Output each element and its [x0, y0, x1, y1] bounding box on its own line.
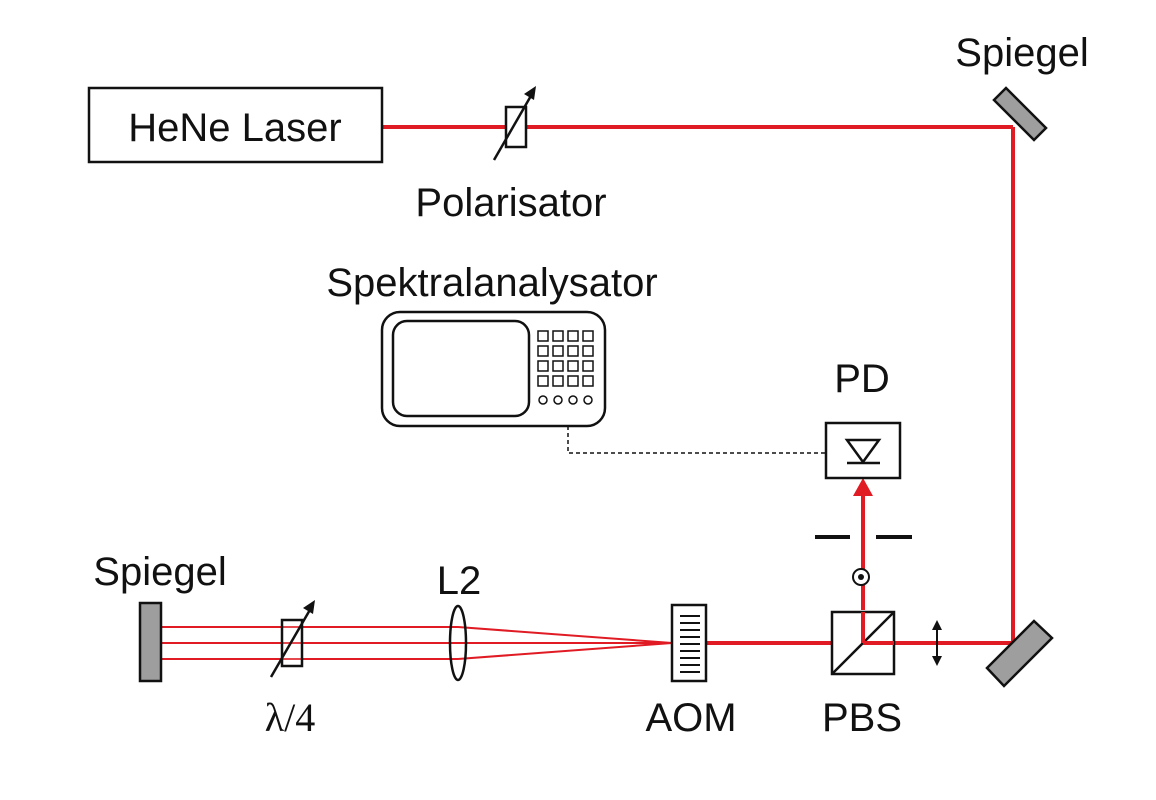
analyzer-key [552, 375, 564, 387]
analyzer-key [582, 330, 594, 342]
quarter-wave-plate: λ/4 [265, 600, 316, 740]
analyzer-knob [553, 395, 563, 405]
analyzer-key [567, 360, 579, 372]
mirror-left: Spiegel [93, 550, 227, 683]
analyzer-key [567, 345, 579, 357]
pbs-label: PBS [822, 696, 902, 740]
beam-arrowhead [853, 478, 873, 496]
analyzer-key [567, 330, 579, 342]
polarization-in-plane-icon [932, 620, 942, 666]
analyzer-key [537, 345, 549, 357]
photodiode-label: PD [834, 357, 890, 401]
analyzer-key [552, 345, 564, 357]
photodiode: PD [824, 357, 902, 480]
lens-label: L2 [437, 559, 482, 603]
polarizer: Polarisator [415, 86, 607, 225]
signal-cable [567, 426, 826, 454]
mirror-top: Spiegel [955, 31, 1089, 142]
polarizing-beam-splitter: PBS [822, 610, 902, 740]
laser-label: HeNe Laser [128, 106, 341, 150]
analyzer-key [582, 360, 594, 372]
mirror-left-label: Spiegel [93, 550, 226, 594]
mirror-bottom-right [985, 619, 1054, 688]
analyzer-key [582, 375, 594, 387]
beam-ray-upper [457, 626, 673, 644]
analyzer-keypad [537, 330, 594, 387]
spectrum-analyzer-label: Spektralanalysator [326, 261, 657, 305]
analyzer-knob [538, 395, 548, 405]
beam-ray-lower [457, 642, 673, 660]
analyzer-key [537, 360, 549, 372]
analyzer-key [537, 330, 549, 342]
analyzer-key [537, 375, 549, 387]
quarter-wave-label: λ/4 [265, 695, 316, 740]
aom: AOM [645, 603, 737, 740]
analyzer-knob [568, 395, 578, 405]
analyzer-knobs [538, 395, 593, 405]
aom-label: AOM [645, 696, 736, 740]
diode-symbol-icon [844, 438, 882, 465]
spectrum-analyzer: Spektralanalysator [326, 261, 658, 428]
mirror-top-label: Spiegel [955, 31, 1088, 75]
aom-grating-lines [680, 615, 700, 673]
lens-l2: L2 [437, 559, 482, 682]
polarizer-label: Polarisator [415, 181, 606, 225]
analyzer-key [552, 330, 564, 342]
hene-laser: HeNe Laser [87, 86, 384, 164]
analyzer-key [567, 375, 579, 387]
analyzer-key [582, 345, 594, 357]
polarization-out-of-plane-icon [852, 568, 870, 586]
analyzer-knob [583, 395, 593, 405]
analyzer-key [552, 360, 564, 372]
